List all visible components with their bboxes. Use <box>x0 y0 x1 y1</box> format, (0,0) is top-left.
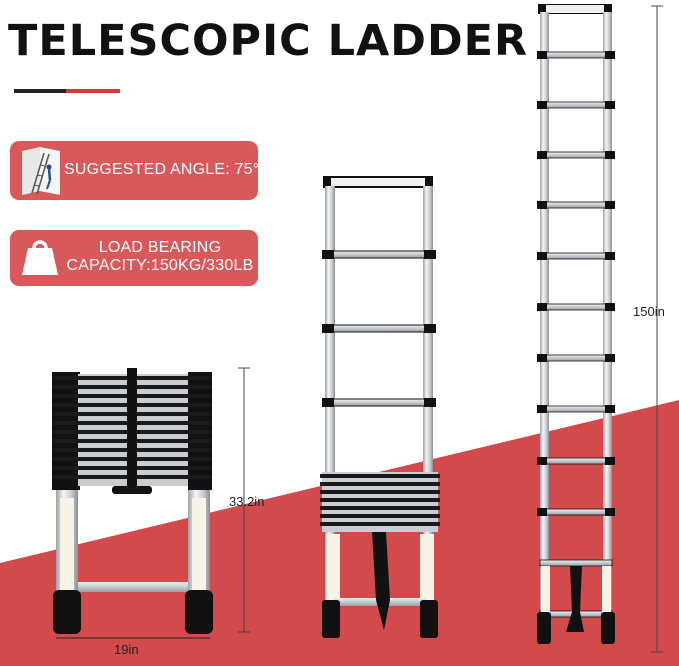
page-title: TELESCOPIC LADDER <box>8 16 529 66</box>
ladder-angle-illustration <box>22 147 60 195</box>
partial-ladder <box>320 176 440 638</box>
load-text-line2: CAPACITY:150KG/330LB <box>66 257 254 274</box>
folded-ladder <box>52 368 213 634</box>
title-underline-red <box>66 89 120 93</box>
title-underline-dark <box>14 89 66 93</box>
angle-badge: SUGGESTED ANGLE: 75° <box>10 141 260 200</box>
angle-text: SUGGESTED ANGLE: 75° <box>64 161 260 178</box>
width-label: 19in <box>114 642 139 657</box>
load-text-line1: LOAD BEARING <box>98 239 222 256</box>
weight-icon <box>22 240 58 275</box>
load-badge: LOAD BEARING CAPACITY:150KG/330LB <box>10 230 258 286</box>
folded-height-label: 33.2in <box>229 494 265 509</box>
extended-ladder <box>537 4 615 644</box>
extended-height-label: 150in <box>633 304 665 319</box>
extended-height-dimension <box>651 5 663 653</box>
folded-height-dimension <box>238 367 250 633</box>
load-text: LOAD BEARING CAPACITY:150KG/330LB <box>62 239 258 275</box>
